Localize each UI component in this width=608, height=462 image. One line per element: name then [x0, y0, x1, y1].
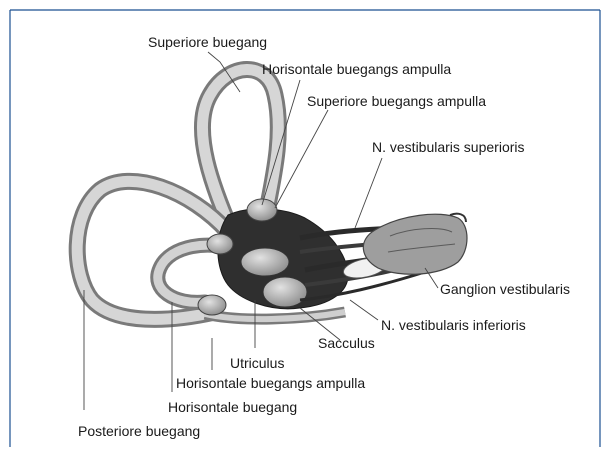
leader-n-vest-inf [350, 300, 378, 320]
leader-n-vest-sup [355, 158, 382, 228]
label-sacculus: Sacculus [318, 335, 375, 351]
label-ganglion-vestibularis: Ganglion vestibularis [440, 281, 570, 297]
label-n-vestibularis-superioris: N. vestibularis superioris [372, 139, 525, 155]
label-superiore-buegang: Superiore buegang [148, 34, 267, 50]
label-horisontale-buegang: Horisontale buegang [168, 399, 297, 415]
label-superiore-buegangs-ampulla: Superiore buegangs ampulla [307, 93, 486, 109]
label-n-vestibularis-inferioris: N. vestibularis inferioris [381, 317, 526, 333]
label-posteriore-buegang: Posteriore buegang [78, 423, 200, 439]
label-horisontale-buegangs-ampulla-bottom: Horisontale buegangs ampulla [176, 375, 365, 391]
label-horisontale-buegangs-ampulla-top: Horisontale buegangs ampulla [262, 61, 451, 77]
label-utriculus: Utriculus [230, 355, 284, 371]
